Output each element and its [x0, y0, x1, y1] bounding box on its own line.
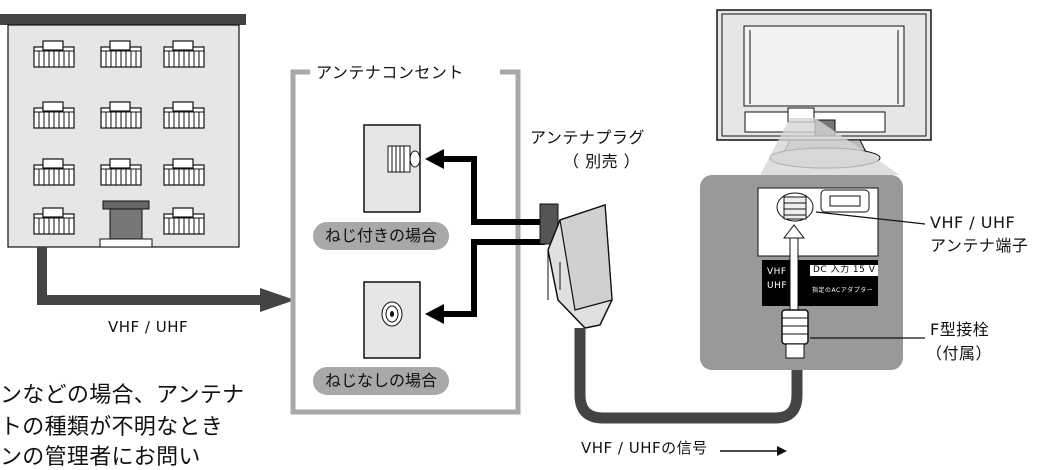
note-line-1: ンなどの場合、アンテナ	[0, 383, 245, 408]
antenna-plug-icon	[539, 203, 613, 329]
plain-outlet-icon	[363, 281, 421, 359]
panel-dc-text: DC 入力 15 V	[810, 265, 879, 276]
building-cable-arrowhead	[260, 288, 295, 312]
connector-arrow-shaft	[789, 231, 799, 313]
outlet-frame	[290, 69, 521, 415]
plug-to-tv-cable	[574, 328, 803, 424]
apartment-building-icon	[0, 14, 246, 248]
panel-uhf-text: UHF	[767, 281, 788, 291]
f-connector-icon	[781, 309, 809, 359]
screw-type-label: ねじ付きの場合	[313, 222, 450, 250]
terminal-label-line1: VHF / UHF	[930, 213, 1016, 232]
television-rear-icon	[716, 9, 932, 169]
panel-vhf-text: VHF	[767, 267, 787, 277]
screw-outlet-icon	[363, 124, 421, 213]
note-line-2: トの種類が不明なとき	[0, 415, 224, 440]
terminal-leader-line	[815, 211, 926, 225]
arrow-to-plain-outlet	[440, 239, 545, 317]
antenna-plug-sold-separately: （ 別売 ）	[563, 152, 641, 171]
cable-signal-label: VHF / UHFの信号	[581, 439, 708, 457]
building-signal-label: VHF / UHF	[108, 318, 189, 336]
antenna-plug-label: アンテナプラグ	[530, 128, 645, 147]
outlet-title: アンテナコンセント	[310, 65, 470, 81]
connector-label-line1: F型接栓	[930, 320, 990, 339]
terminal-label-line2: アンテナ端子	[930, 236, 1029, 255]
no-screw-type-label: ねじなしの場合	[313, 367, 450, 395]
f-terminal-icon	[776, 192, 814, 222]
tv-terminal-plate	[757, 187, 879, 257]
dc-jack-icon	[820, 189, 870, 213]
panel-adapter-text: 指定のACアダプター	[812, 287, 874, 294]
connector-label-line2: （付属）	[926, 344, 993, 363]
arrow-to-screw-outlet	[440, 156, 545, 225]
zoom-beam	[760, 118, 900, 175]
note-line-3: ンの管理者にお問い	[0, 445, 201, 470]
connection-diagram	[0, 9, 932, 456]
building-cable	[37, 247, 262, 305]
